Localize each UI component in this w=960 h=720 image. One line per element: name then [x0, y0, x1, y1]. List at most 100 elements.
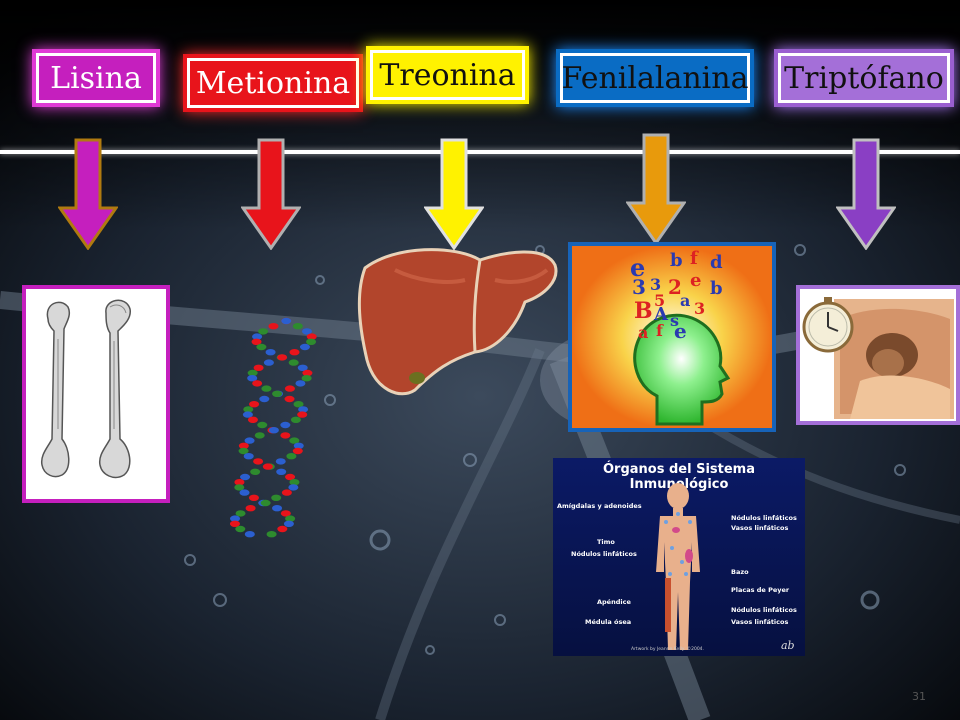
dna-bead: [262, 463, 273, 470]
dna-bead: [243, 453, 254, 460]
label-fenilalanina: Fenilalanina: [560, 53, 750, 103]
dna-bead: [235, 525, 246, 533]
head-letter: b: [670, 250, 683, 271]
dna-bead: [249, 401, 260, 408]
immune-label-right: Vasos linfáticos: [731, 618, 789, 626]
dna-bead: [265, 349, 276, 356]
sleeping-clock-image: [796, 285, 960, 425]
immune-label-right: Vasos linfáticos: [731, 524, 789, 532]
liver-image: [357, 248, 558, 396]
dna-bead: [239, 489, 250, 496]
dna-bead: [299, 343, 310, 351]
head-letter: 5: [654, 291, 665, 310]
dna-bead: [234, 484, 245, 491]
dna-bead: [245, 505, 256, 512]
label-treonina: Treonina: [370, 50, 525, 100]
dna-bead: [247, 416, 258, 423]
head-letter: 2: [668, 275, 682, 299]
dna-bead: [281, 317, 292, 325]
slide-page-number: 31: [912, 690, 926, 703]
immune-system-diagram: Órganos del Sistema Inmunológico Amígdal…: [553, 458, 805, 656]
immune-label-left: Apéndice: [597, 598, 631, 606]
dna-bead: [271, 494, 282, 501]
dna-bead: [234, 479, 245, 486]
dna-bead: [253, 458, 264, 465]
immune-label-right: Nódulos linfáticos: [731, 514, 797, 522]
dna-bead: [286, 453, 297, 460]
dna-bead: [252, 380, 263, 387]
horizontal-divider-line: [0, 150, 960, 154]
dna-bead: [253, 364, 264, 371]
dna-bead: [254, 432, 265, 439]
femur-bones-drawing: [40, 299, 131, 479]
label-triptofano: Triptófano: [778, 53, 950, 103]
head-silhouette: [633, 313, 731, 426]
dna-bead: [256, 343, 267, 351]
dna-bead: [288, 359, 299, 366]
dna-bead: [259, 395, 270, 403]
dna-bead: [284, 395, 295, 403]
head-letter: e: [630, 253, 645, 282]
dna-bead: [290, 416, 301, 423]
dna-helix-image: [230, 317, 317, 538]
dna-bead: [257, 421, 268, 429]
publisher-logo-icon: ab: [781, 639, 795, 652]
dna-bead: [281, 489, 292, 496]
dna-bead: [289, 437, 300, 444]
dna-bead: [301, 328, 312, 335]
head-letter: d: [710, 252, 723, 273]
immune-label-right: Nódulos linfáticos: [731, 606, 797, 614]
dna-bead: [250, 468, 261, 475]
arrow-down-icon-fenilalanina: [626, 133, 686, 245]
dna-bead: [260, 499, 271, 507]
immune-label-left: Nódulos linfáticos: [571, 550, 637, 558]
dna-bead: [280, 432, 291, 439]
immune-label-right: Bazo: [731, 568, 749, 576]
dna-bead: [280, 421, 291, 429]
dna-bead: [266, 531, 277, 538]
dna-bead: [292, 323, 303, 330]
dna-bead: [297, 411, 308, 418]
dna-bead: [268, 427, 279, 434]
head-letter: 3: [694, 299, 705, 318]
dna-bead: [263, 359, 274, 366]
immune-label-left: Médula ósea: [585, 618, 632, 626]
dna-bead: [268, 323, 279, 330]
label-metionina: Metionina: [187, 58, 359, 108]
dna-bead: [277, 354, 288, 361]
head-letter: b: [710, 278, 723, 299]
dna-bead: [285, 473, 296, 481]
dna-bead: [244, 437, 255, 444]
head-letter: s: [670, 311, 679, 330]
dna-bead: [244, 531, 255, 538]
head-letter: e: [674, 319, 687, 343]
dna-bead: [251, 338, 262, 345]
arrow-down-icon-triptofano: [836, 138, 896, 250]
head-letter: B: [634, 298, 653, 324]
dna-bead: [258, 328, 269, 335]
head-letter: 3: [632, 275, 646, 299]
immune-label-left: Timo: [597, 538, 615, 546]
dna-bead: [285, 515, 296, 522]
dna-bead: [301, 375, 312, 382]
dna-bead: [288, 484, 299, 491]
dna-bead: [293, 442, 304, 449]
dna-bead: [306, 333, 317, 340]
dna-bead: [276, 468, 287, 475]
dna-bead: [252, 333, 263, 340]
head-letter: e: [690, 270, 701, 291]
dna-bead: [277, 525, 288, 533]
head-letter: A: [653, 304, 669, 325]
head-letter: a: [680, 291, 690, 310]
human-body-silhouette: [656, 483, 700, 650]
dna-bead: [235, 510, 246, 517]
dna-bead: [298, 406, 309, 413]
dna-bead: [272, 390, 283, 397]
dna-bead: [306, 338, 317, 345]
dna-bead: [280, 510, 291, 517]
dna-bead: [261, 385, 272, 392]
dna-bead: [248, 494, 259, 501]
svg-text:ab: ab: [781, 639, 795, 652]
head-letter: a: [638, 323, 648, 342]
